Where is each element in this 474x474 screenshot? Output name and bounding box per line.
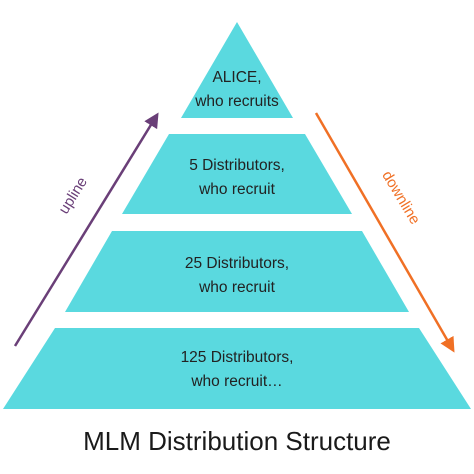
- tier-apex: [181, 22, 293, 118]
- tier-2-label-line2: who recruit: [198, 181, 275, 198]
- tier-2: [122, 134, 352, 214]
- downline-label: downline: [378, 168, 423, 228]
- tier-base: [3, 328, 471, 409]
- tier-3-label-line2: who recruit: [198, 279, 275, 296]
- tier-apex-label-line1: ALICE,: [212, 69, 261, 86]
- diagram-title: MLM Distribution Structure: [83, 426, 391, 456]
- upline-label: upline: [55, 174, 91, 217]
- tier-3: [65, 231, 409, 312]
- tier-base-label-line1: 125 Distributors,: [181, 349, 294, 366]
- downline-arrow: [314, 112, 455, 353]
- tier-3-label-line1: 25 Distributors,: [185, 255, 289, 272]
- upline-arrow: [13, 112, 159, 347]
- tier-base-label-line2: who recruit…: [190, 373, 282, 390]
- tier-2-label-line1: 5 Distributors,: [189, 157, 285, 174]
- tier-apex-label-line2: who recruits: [194, 93, 279, 110]
